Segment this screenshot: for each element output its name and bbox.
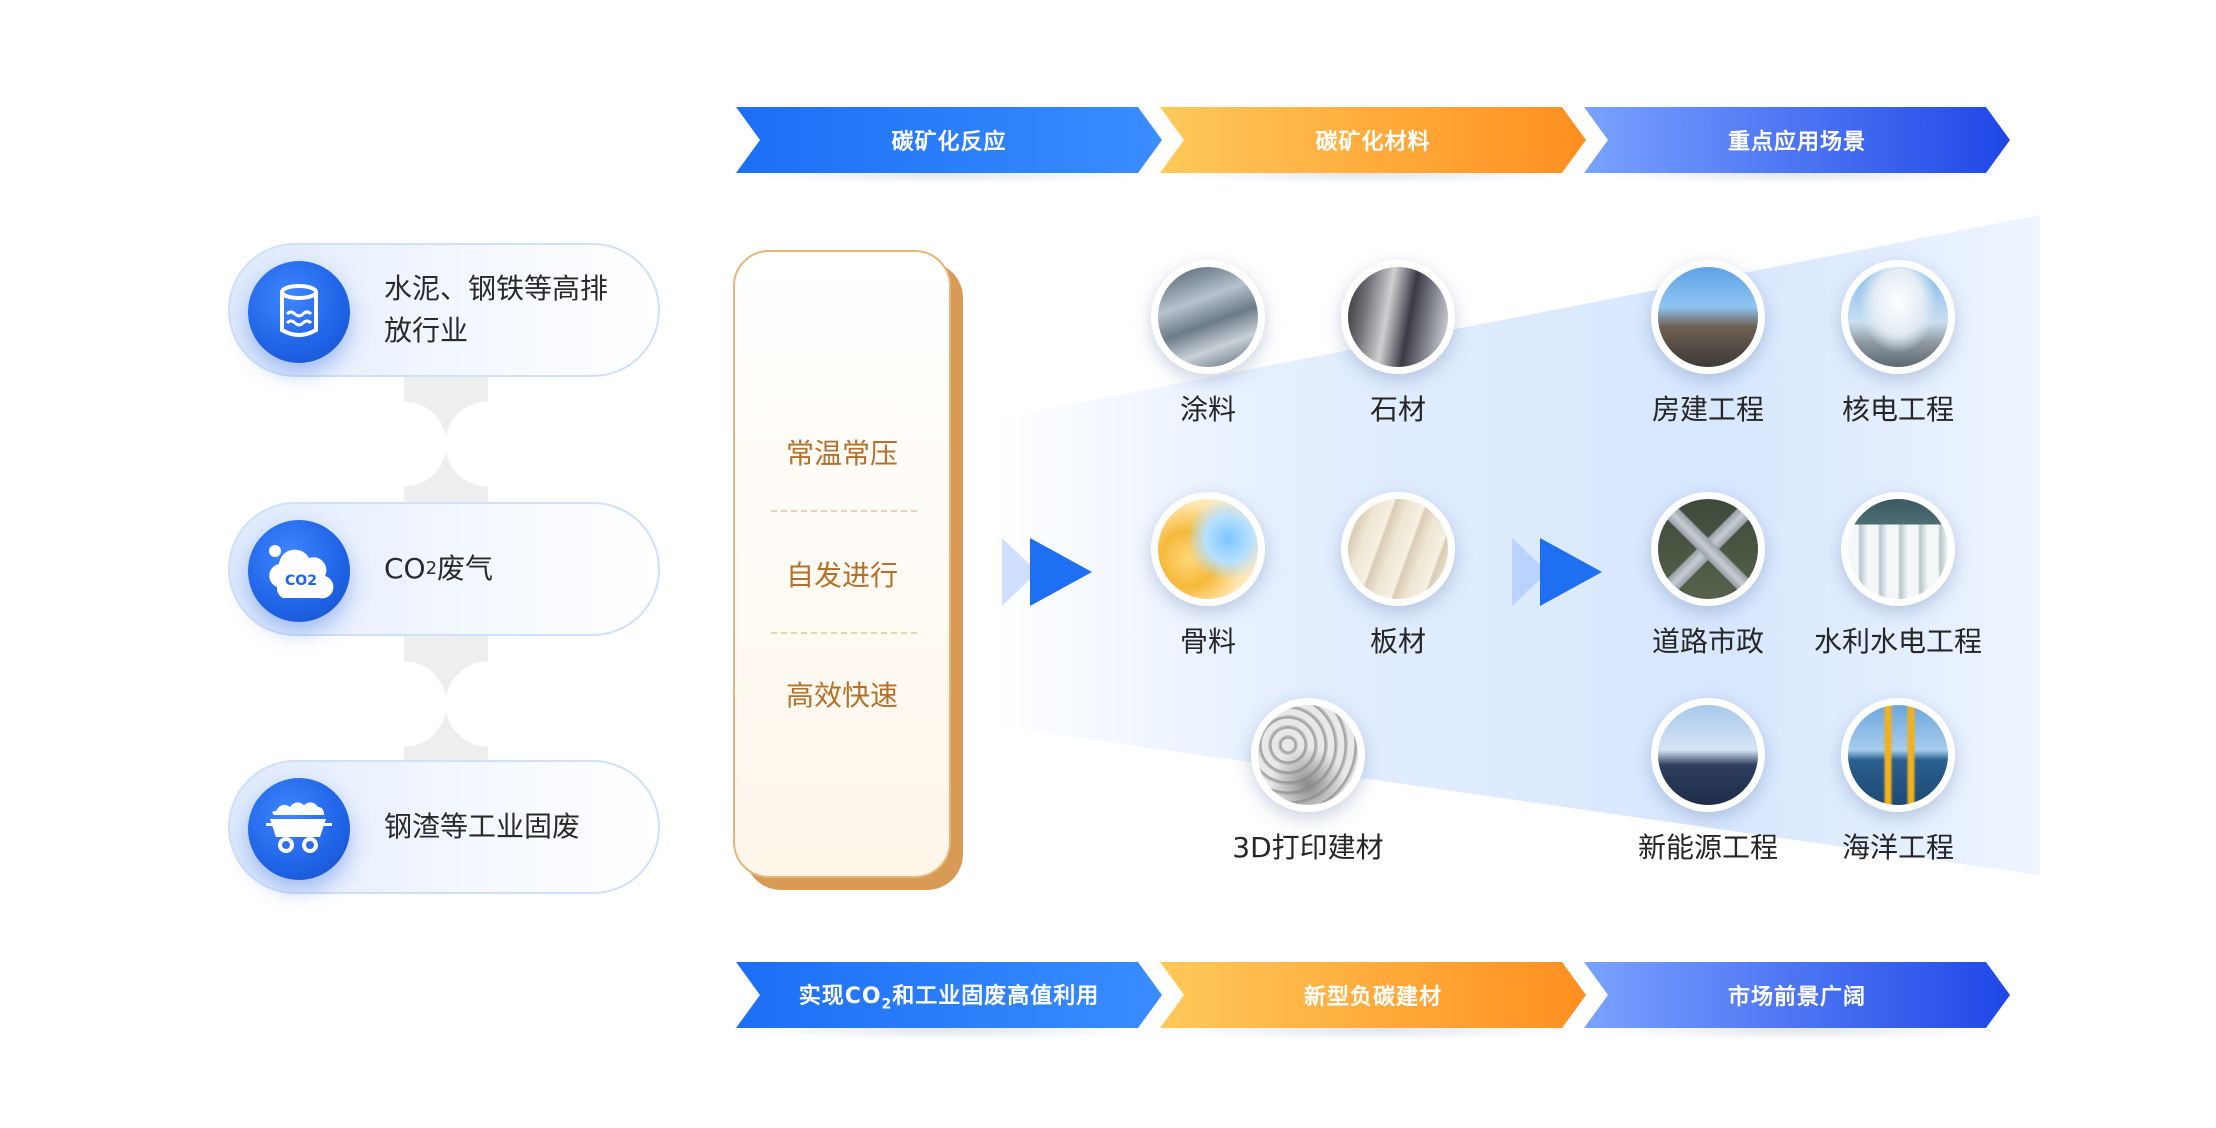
source-connector-bottom — [404, 634, 488, 774]
3d-printed-image — [1251, 698, 1365, 812]
banner-co2-waste-utilization: 实现CO2和工业固废高值利用 — [736, 962, 1162, 1028]
new-energy-image — [1651, 698, 1765, 812]
application-label: 房建工程 — [1651, 393, 1764, 426]
board-image — [1341, 492, 1455, 606]
application-label: 水利水电工程 — [1813, 625, 1982, 658]
hydro-dam-image — [1841, 492, 1955, 606]
arrow-to-materials — [1002, 538, 1092, 606]
banner-label: 市场前景广阔 — [1727, 985, 1866, 1010]
process-item: 自发进行 — [785, 559, 898, 592]
arrow-to-applications — [1512, 538, 1602, 606]
process-item: 常温常压 — [785, 437, 898, 470]
material-label: 板材 — [1369, 625, 1426, 658]
process-divider — [771, 632, 917, 634]
banner-carbon-mineralization-material: 碳矿化材料 — [1160, 107, 1586, 173]
material-board: 板材 — [1298, 492, 1498, 660]
banner-label-pre: 实现CO — [798, 983, 882, 1009]
mine-cart-icon — [248, 778, 350, 880]
nuclear-plant-image — [1841, 260, 1955, 374]
source-label-solid-waste: 钢渣等工业固废 — [384, 810, 581, 843]
application-nuclear: 核电工程 — [1798, 260, 1998, 428]
housing-construction-image — [1651, 260, 1765, 374]
co2-cloud-icon: CO2 — [248, 520, 350, 622]
road-image — [1651, 492, 1765, 606]
application-ocean: 海洋工程 — [1798, 698, 1998, 866]
application-label: 道路市政 — [1651, 625, 1764, 658]
banner-negative-carbon-material: 新型负碳建材 — [1160, 962, 1586, 1028]
material-label: 3D打印建材 — [1232, 831, 1384, 864]
cylinder-waves-icon — [248, 261, 350, 363]
process-item: 高效快速 — [785, 679, 898, 712]
banner-label: 碳矿化材料 — [1315, 130, 1431, 155]
source-label-industry: 水泥、钢铁等高排放行业 — [384, 272, 609, 347]
banner-label-sub: 2 — [881, 996, 893, 1013]
stone-image — [1341, 260, 1455, 374]
material-3d-printed: 3D打印建材 — [1208, 698, 1408, 866]
banner-label: 新型负碳建材 — [1303, 985, 1442, 1010]
co2-icon-text: CO2 — [285, 573, 317, 589]
source-item-solid-waste: 钢渣等工业固废 — [228, 760, 660, 894]
banner-broad-market: 市场前景广阔 — [1584, 962, 2010, 1028]
co2-label-sub: 2 — [425, 558, 438, 579]
material-label: 涂料 — [1179, 393, 1236, 426]
application-road: 道路市政 — [1608, 492, 1808, 660]
application-label: 核电工程 — [1841, 393, 1954, 426]
application-housing: 房建工程 — [1608, 260, 1808, 428]
process-divider — [771, 510, 917, 512]
coating-image — [1151, 260, 1265, 374]
banner-carbon-mineralization-reaction: 碳矿化反应 — [736, 107, 1162, 173]
process-card: 常温常压 自发进行 高效快速 — [733, 250, 951, 878]
banner-label-post: 和工业固废高值利用 — [892, 983, 1100, 1009]
material-aggregate: 骨料 — [1108, 492, 1308, 660]
banner-key-application-scenarios: 重点应用场景 — [1584, 107, 2010, 173]
co2-label-tail: 废气 — [437, 552, 494, 585]
ocean-platform-image — [1841, 698, 1955, 812]
application-new-energy: 新能源工程 — [1608, 698, 1808, 866]
banner-label: 碳矿化反应 — [891, 130, 1007, 155]
material-label: 骨料 — [1179, 625, 1236, 658]
material-stone: 石材 — [1298, 260, 1498, 428]
source-connector-top — [404, 374, 488, 514]
application-label: 海洋工程 — [1841, 831, 1954, 864]
banner-label: 重点应用场景 — [1727, 130, 1866, 155]
application-hydro: 水利水电工程 — [1798, 492, 1998, 660]
application-label: 新能源工程 — [1637, 831, 1778, 864]
aggregate-image — [1151, 492, 1265, 606]
material-coating: 涂料 — [1108, 260, 1308, 428]
material-label: 石材 — [1369, 393, 1426, 426]
co2-label-main: CO — [384, 552, 426, 585]
source-item-industry: 水泥、钢铁等高排放行业 — [228, 243, 660, 377]
banner-label: 实现CO2和工业固废高值利用 — [799, 978, 1100, 1012]
